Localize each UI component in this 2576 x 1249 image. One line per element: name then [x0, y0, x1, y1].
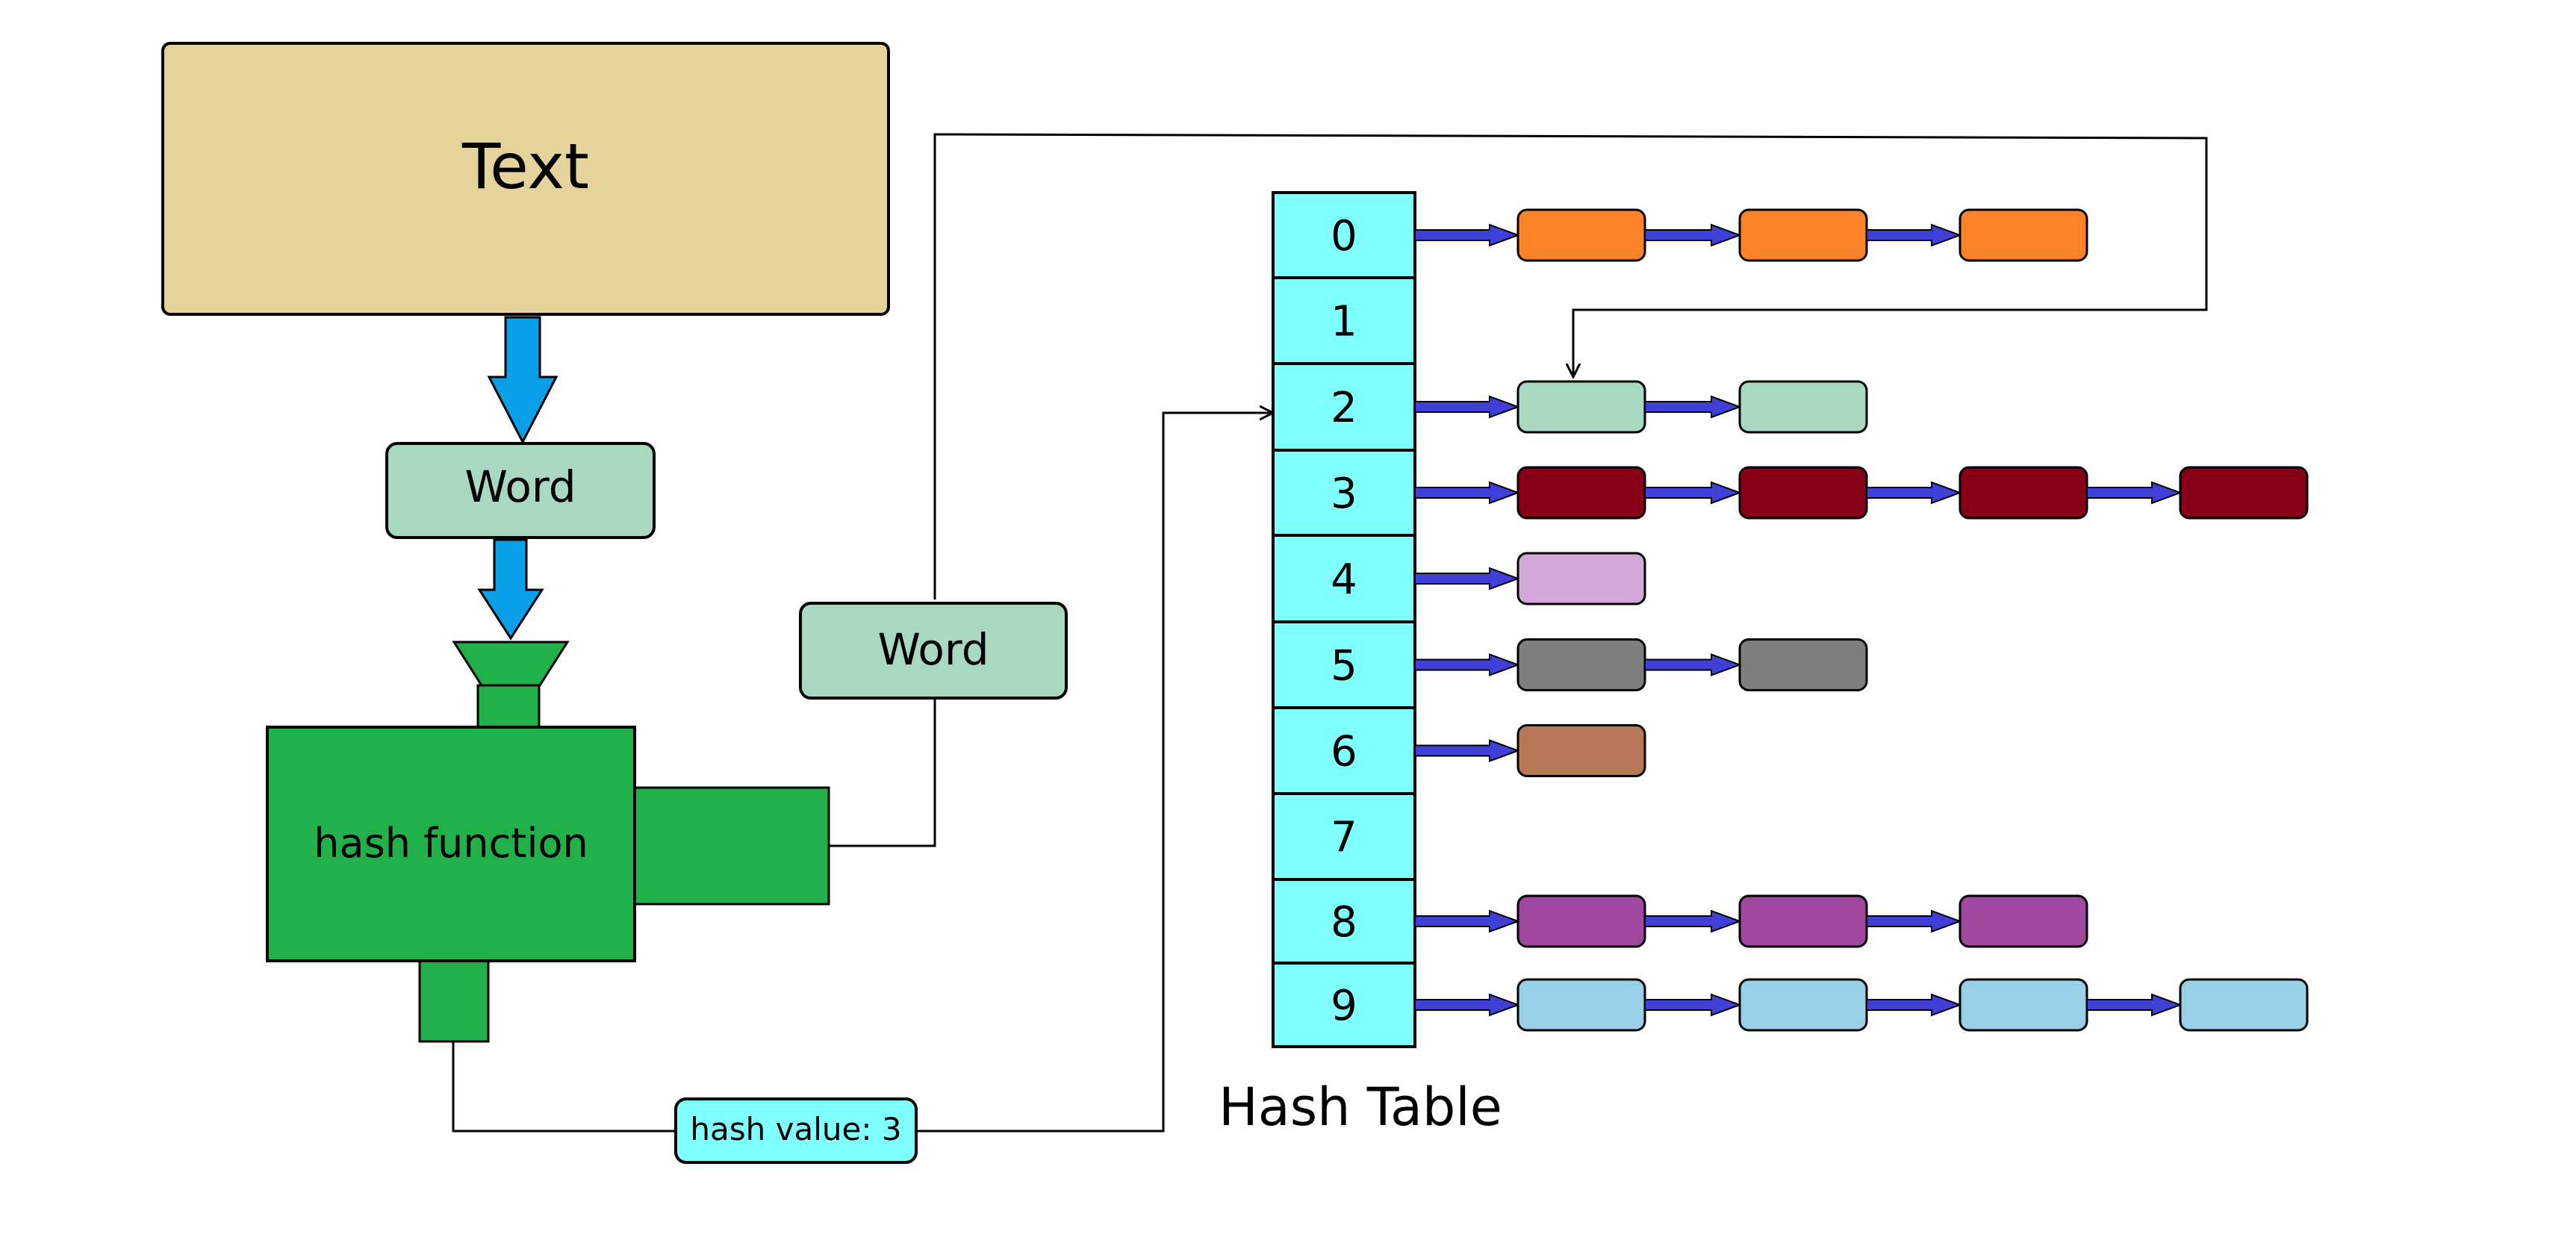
chain-node-row-9 [2179, 978, 2309, 1032]
hash-value-badge: hash value: 3 [674, 1097, 918, 1164]
chain-arrow-row-4 [1414, 567, 1520, 591]
hash-table-cell-3 [1272, 449, 1416, 537]
word-label-input: Word [464, 461, 576, 512]
hash-table-index-3: 3 [1331, 470, 1357, 518]
word-label-output: Word [877, 624, 989, 675]
hash-function-neck [476, 684, 541, 729]
chain-arrow-row-3 [1644, 481, 1742, 505]
hash-table-index-2: 2 [1331, 384, 1357, 432]
chain-node-row-9 [1959, 978, 2088, 1032]
word-box-output: Word [799, 602, 1068, 700]
chain-arrow-row-3 [1414, 481, 1520, 505]
chain-node-row-3 [1738, 466, 1868, 520]
chain-arrow-row-9 [1644, 993, 1742, 1017]
chain-node-row-5 [1738, 638, 1868, 691]
hash-table-index-5: 5 [1331, 642, 1357, 691]
hash-table-cell-5 [1272, 620, 1416, 709]
chain-arrow-row-2 [1414, 395, 1520, 419]
chain-node-row-9 [1516, 978, 1646, 1032]
chain-node-row-0 [1516, 208, 1646, 262]
hash-table-index-7: 7 [1331, 814, 1357, 862]
chain-arrow-row-0 [1866, 223, 1962, 247]
word-to-chain-connector [933, 133, 2208, 599]
chain-arrow-row-5 [1414, 653, 1520, 676]
chain-arrow-row-3 [2086, 481, 2183, 505]
chain-arrow-row-6 [1414, 739, 1520, 762]
chain-node-row-4 [1516, 552, 1646, 605]
hash-table-index-9: 9 [1331, 982, 1357, 1030]
text-source-label: Text [461, 130, 589, 203]
flow-arrow-down-icon [477, 538, 544, 641]
chain-node-row-3 [1959, 466, 2088, 520]
hash-table-index-1: 1 [1331, 298, 1357, 346]
chain-arrow-row-0 [1644, 223, 1742, 247]
hash-function-label: hash function [314, 820, 588, 867]
hash-table-index-0: 0 [1331, 212, 1357, 261]
hash-table-index-4: 4 [1331, 555, 1357, 604]
hash-table-cell-7 [1272, 792, 1416, 881]
chain-node-row-3 [1516, 466, 1646, 520]
chain-node-row-8 [1516, 894, 1646, 948]
chain-arrow-row-8 [1644, 909, 1742, 933]
chain-arrow-row-0 [1414, 223, 1520, 247]
chain-node-row-5 [1516, 638, 1646, 691]
hash-function-output-port [632, 786, 830, 906]
hash-value-label: hash value: 3 [690, 1111, 901, 1147]
chain-arrow-row-9 [2086, 993, 2183, 1017]
hash-function-body [266, 726, 636, 962]
hash-value-connector [452, 413, 1273, 1133]
chain-arrow-row-9 [1414, 993, 1520, 1017]
chain-node-row-6 [1516, 724, 1646, 777]
chain-node-row-2 [1738, 380, 1868, 434]
chain-arrow-row-8 [1414, 909, 1520, 933]
chain-arrow-row-2 [1644, 395, 1742, 419]
hash-table-caption: Hash Table [1219, 1077, 1502, 1138]
output-to-word-connector [829, 698, 936, 847]
hash-table-cell-1 [1272, 276, 1416, 365]
chain-node-row-9 [1738, 978, 1868, 1032]
hash-table-cell-9 [1272, 962, 1416, 1048]
hash-table-index-6: 6 [1331, 728, 1357, 776]
chain-arrow-row-5 [1644, 653, 1742, 676]
chain-node-row-0 [1738, 208, 1868, 262]
flow-arrow-down-icon [487, 316, 559, 445]
hash-function-funnel [452, 641, 570, 687]
chain-arrow-row-3 [1866, 481, 1962, 505]
hash-function-value-port [418, 958, 490, 1043]
chain-node-row-8 [1959, 894, 2088, 948]
chain-arrow-row-9 [1866, 993, 1962, 1017]
text-source-box: Text [161, 42, 890, 316]
chain-node-row-2 [1516, 380, 1646, 434]
chain-node-row-0 [1959, 208, 2088, 262]
hash-table: 0 1 2 3 4 5 6 7 8 9 [1272, 191, 2309, 1048]
chain-arrow-row-8 [1866, 909, 1962, 933]
hash-table-index-8: 8 [1331, 898, 1357, 947]
chain-node-row-3 [2179, 466, 2309, 520]
chain-node-row-8 [1738, 894, 1868, 948]
hash-function-machine: hash function [266, 641, 830, 1043]
word-box-input: Word [385, 442, 656, 539]
